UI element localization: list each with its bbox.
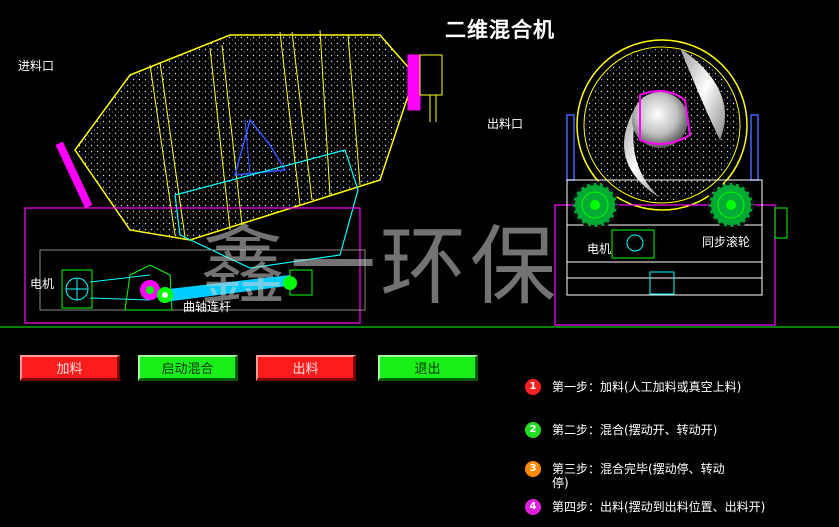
right-drum xyxy=(576,39,748,211)
sync-roller-label: 同步滚轮 xyxy=(702,235,751,249)
step-1-text: 第一步：加料(人工加料或真空上料) xyxy=(552,380,742,394)
step-4-badge: 4 xyxy=(525,499,541,515)
mixer-diagram xyxy=(0,29,839,328)
motor-left-label: 电机 xyxy=(30,277,55,291)
right-base xyxy=(554,204,776,326)
roller-right xyxy=(707,181,755,229)
page-title: 二维混合机 xyxy=(445,18,555,42)
step-1-badge: 1 xyxy=(525,379,541,395)
discharge-button[interactable]: 出料 xyxy=(256,355,356,381)
left-motor xyxy=(61,269,93,309)
start-mix-button[interactable]: 启动混合 xyxy=(138,355,238,381)
step-4-text: 第四步：出料(摆动到出料位置、出料开) xyxy=(552,500,766,514)
outlet-valve xyxy=(407,54,443,122)
feed-button[interactable]: 加料 xyxy=(20,355,120,381)
crank-label: 曲轴连杆 xyxy=(183,300,232,314)
step-3-badge: 3 xyxy=(525,461,541,477)
watermark: 鑫一环保 xyxy=(200,217,560,317)
outlet-label: 出料口 xyxy=(487,117,524,131)
step-2-badge: 2 xyxy=(525,422,541,438)
crank-rod xyxy=(160,275,295,302)
roller-left xyxy=(571,181,619,229)
inlet-label: 进料口 xyxy=(18,59,55,73)
left-drum xyxy=(74,29,416,241)
step-3-text: 第三步：混合完毕(摆动停、转动停) xyxy=(552,462,725,490)
step-2-text: 第二步：混合(摆动开、转动开) xyxy=(552,423,718,437)
motor-right-label: 电机 xyxy=(587,242,612,256)
left-cradle xyxy=(174,149,359,269)
inlet-flange xyxy=(55,141,93,209)
exit-button[interactable]: 退出 xyxy=(378,355,478,381)
left-base xyxy=(24,207,361,324)
